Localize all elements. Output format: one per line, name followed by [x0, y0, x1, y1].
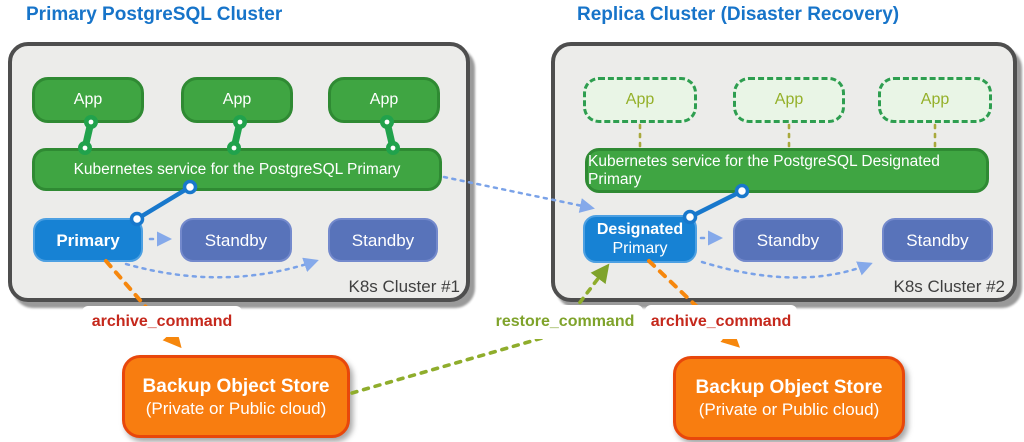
archive-command-label-right: archive_command	[645, 305, 797, 339]
backup-object-store-right: Backup Object Store (Private or Public c…	[673, 356, 905, 440]
app-node-ghost: App	[733, 77, 845, 123]
replica-cluster-title: Replica Cluster (Disaster Recovery)	[577, 4, 900, 25]
standby-node: Standby	[328, 218, 438, 262]
app-node: App	[328, 77, 440, 123]
app-node-ghost: App	[583, 77, 697, 123]
cluster-1-label: K8s Cluster #1	[348, 277, 461, 296]
designated-primary-node: Designated Primary	[583, 215, 697, 263]
k8s-service-bar-designated-primary: Kubernetes service for the PostgreSQL De…	[585, 148, 989, 193]
standby-node: Standby	[882, 218, 993, 262]
backup-store-title: Backup Object Store	[142, 375, 330, 397]
backup-object-store-left: Backup Object Store (Private or Public c…	[122, 355, 350, 438]
app-node-ghost: App	[878, 77, 992, 123]
archive-command-label-left: archive_command	[82, 306, 242, 337]
designated-primary-line1: Designated	[596, 221, 684, 238]
standby-node: Standby	[733, 218, 843, 262]
restore-command-label: restore_command	[487, 305, 643, 339]
cluster-2-label: K8s Cluster #2	[893, 277, 1006, 296]
primary-node: Primary	[33, 218, 143, 262]
backup-store-title: Backup Object Store	[695, 377, 883, 398]
backup-store-subtitle: (Private or Public cloud)	[145, 398, 327, 418]
backup-store-subtitle: (Private or Public cloud)	[698, 400, 880, 419]
standby-node: Standby	[180, 218, 292, 262]
k8s-service-bar-primary: Kubernetes service for the PostgreSQL Pr…	[32, 148, 442, 191]
app-node: App	[181, 77, 293, 123]
primary-cluster-title: Primary PostgreSQL Cluster	[26, 4, 283, 25]
app-node: App	[32, 77, 144, 123]
designated-primary-line2: Primary	[612, 240, 668, 257]
